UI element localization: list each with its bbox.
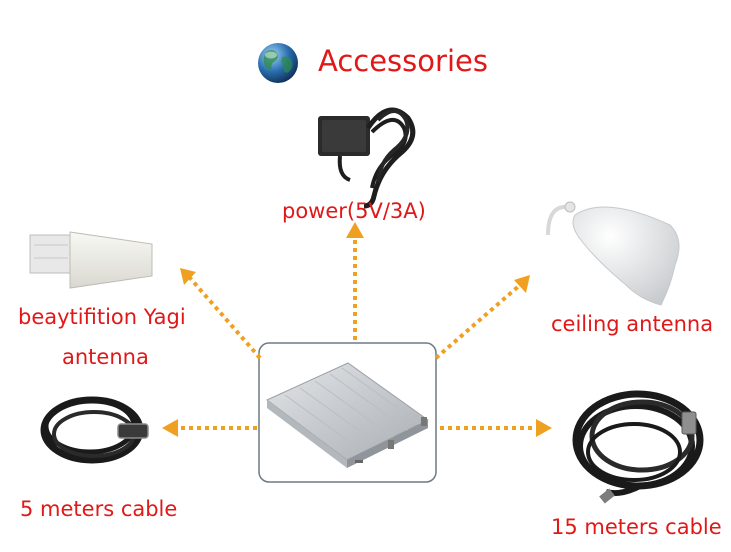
globe-icon — [258, 43, 298, 83]
coiled-cable-short — [40, 396, 149, 464]
arrow-up-right-head — [514, 275, 530, 293]
yagi-antenna-icon — [29, 231, 153, 289]
ceiling-antenna-label: ceiling antenna — [551, 312, 714, 336]
cable-5m-label: 5 meters cable — [20, 497, 178, 521]
page-title: Accessories — [318, 44, 488, 78]
arrow-up-left-head — [180, 268, 196, 285]
power-adapter-icon — [318, 107, 416, 209]
power-label: power(5V/3A) — [282, 199, 426, 223]
arrow-right-head — [536, 419, 552, 437]
signal-repeater-icon — [266, 362, 429, 468]
yagi-label-line1: beaytifition Yagi — [18, 305, 186, 329]
arrow-left-head — [162, 419, 178, 437]
coiled-cable-long — [572, 390, 704, 504]
arrow-up-head — [346, 222, 364, 238]
arrow-up-right — [434, 283, 522, 360]
cable-15m-label: 15 meters cable — [551, 515, 722, 539]
arrow-up-left — [188, 276, 262, 360]
ceiling-antenna-icon — [546, 201, 680, 306]
yagi-label-line2: antenna — [62, 345, 149, 369]
